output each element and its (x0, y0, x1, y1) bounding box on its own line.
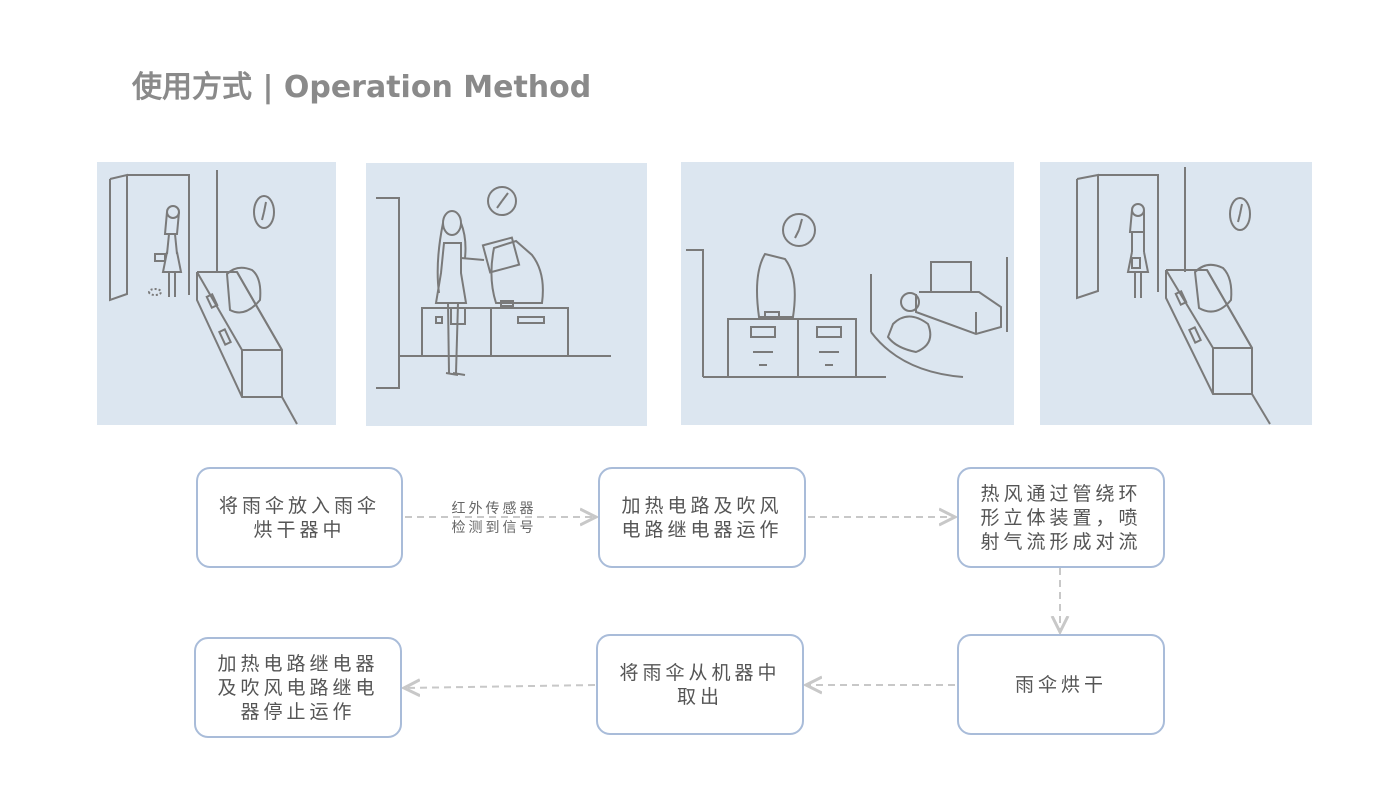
clock-icon (253, 195, 275, 229)
step-5-text: 将雨伞从机器中取出 (619, 661, 781, 708)
step-3-box: 热风通过管绕环形立体装置，喷射气流形成对流 (957, 467, 1165, 568)
scene-2-panel (366, 163, 647, 426)
scene-1-panel (97, 162, 336, 425)
scene-3-panel (681, 162, 1014, 425)
step-2-text: 加热电路及吹风电路继电器运作 (621, 494, 783, 541)
step-4-text: 雨伞烘干 (1014, 673, 1107, 696)
step-6-box: 加热电路继电器及吹风电路继电器停止运作 (194, 637, 402, 738)
step-4-box: 雨伞烘干 (957, 634, 1165, 735)
step-3-text: 热风通过管绕环形立体装置，喷射气流形成对流 (980, 482, 1142, 553)
sensor-label: 红外传感器 检测到信号 (440, 500, 548, 538)
step-5-box: 将雨伞从机器中取出 (596, 634, 804, 735)
step-1-text: 将雨伞放入雨伞烘干器中 (218, 494, 380, 541)
step-6-text: 加热电路继电器及吹风电路继电器停止运作 (217, 652, 379, 723)
scene-4-panel (1040, 162, 1312, 425)
step-2-box: 加热电路及吹风电路继电器运作 (598, 467, 806, 568)
arrow-s5-s6 (404, 685, 596, 688)
sensor-label-line1: 红外传感器 (451, 501, 537, 517)
page-title: 使用方式 | Operation Method (132, 70, 592, 105)
sensor-label-line2: 检测到信号 (451, 520, 537, 536)
step-1-box: 将雨伞放入雨伞烘干器中 (196, 467, 403, 568)
